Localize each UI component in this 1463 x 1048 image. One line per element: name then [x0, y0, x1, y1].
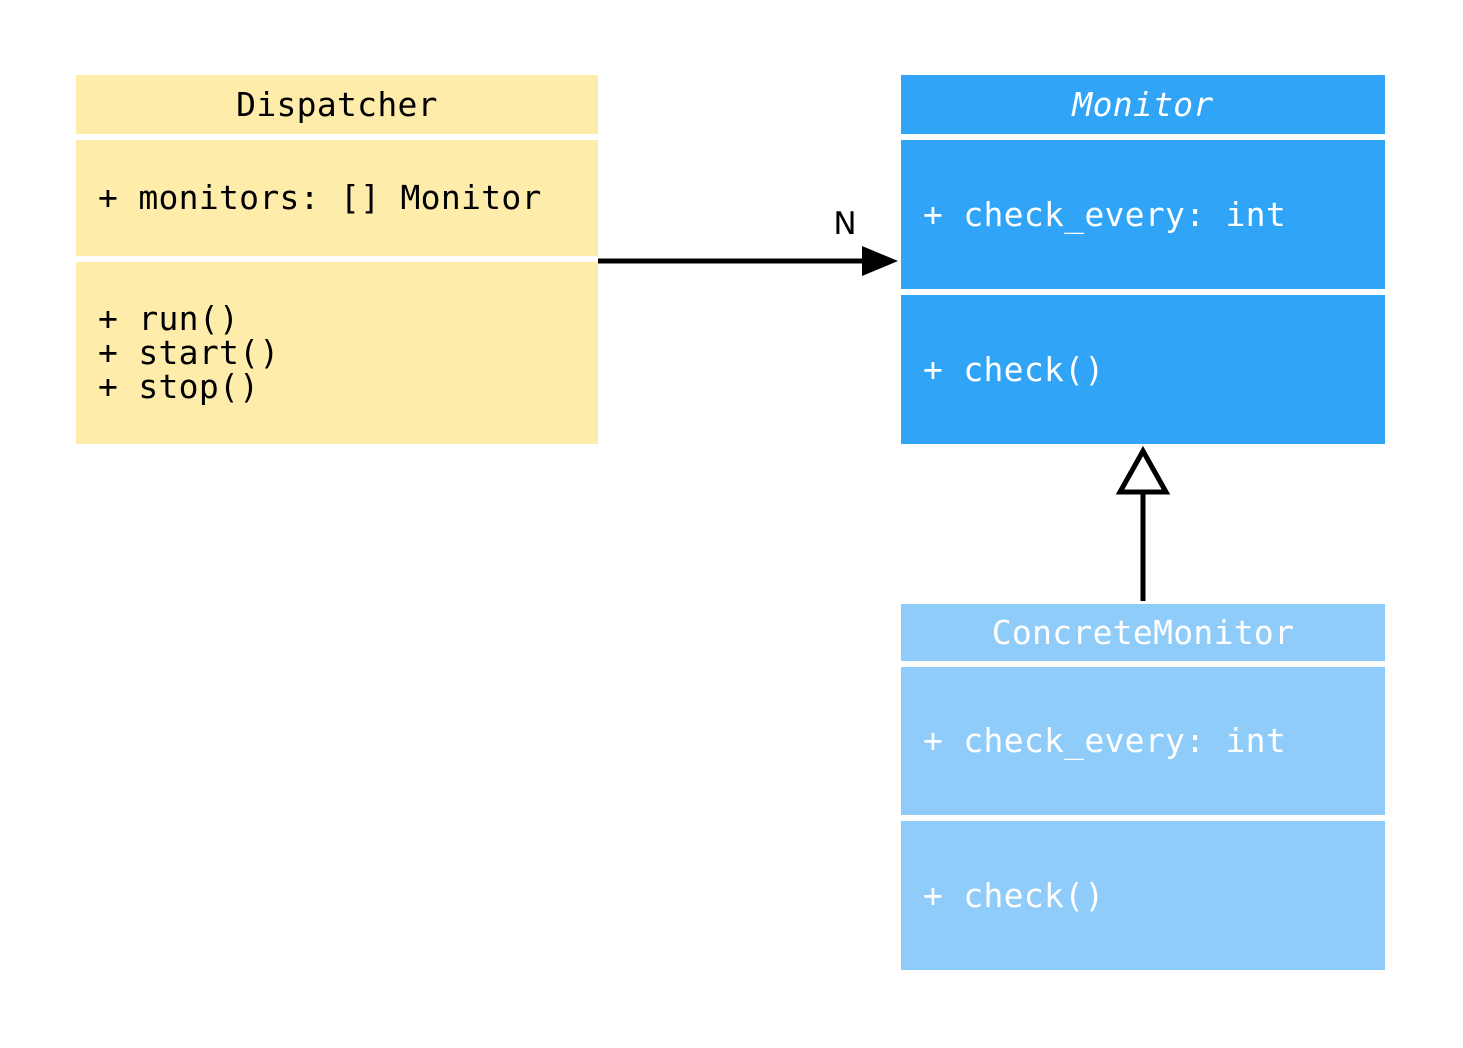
method-item: + check() [923, 349, 1105, 389]
monitor-methods-compartment: + check() [901, 295, 1385, 444]
inheritance-arrow [1115, 445, 1171, 601]
method-item: + stop() [98, 367, 260, 406]
class-name-monitor: Monitor [901, 75, 1385, 134]
attribute-item: + monitors: [] Monitor [98, 178, 542, 217]
dispatcher-methods-compartment: + run() + start() + stop() [76, 262, 598, 444]
concrete-monitor-methods-compartment: + check() [901, 821, 1385, 970]
attribute-item: + check_every: int [923, 721, 1287, 760]
class-node-concrete-monitor: ConcreteMonitor + check_every: int + che… [901, 604, 1385, 970]
method-item: + start() [98, 333, 280, 372]
class-name-dispatcher: Dispatcher [76, 75, 598, 134]
association-arrow [598, 246, 898, 276]
method-item: + check() [923, 875, 1105, 915]
concrete-monitor-attributes-compartment: + check_every: int [901, 667, 1385, 815]
method-item: + run() [98, 299, 240, 338]
dispatcher-attributes-compartment: + monitors: [] Monitor [76, 140, 598, 256]
attribute-item: + check_every: int [923, 194, 1287, 234]
class-node-monitor: Monitor + check_every: int + check() [901, 75, 1385, 444]
class-name-concrete-monitor: ConcreteMonitor [901, 604, 1385, 661]
association-multiplicity-label: N [833, 206, 857, 242]
monitor-attributes-compartment: + check_every: int [901, 140, 1385, 289]
class-node-dispatcher: Dispatcher + monitors: [] Monitor + run(… [76, 75, 598, 444]
